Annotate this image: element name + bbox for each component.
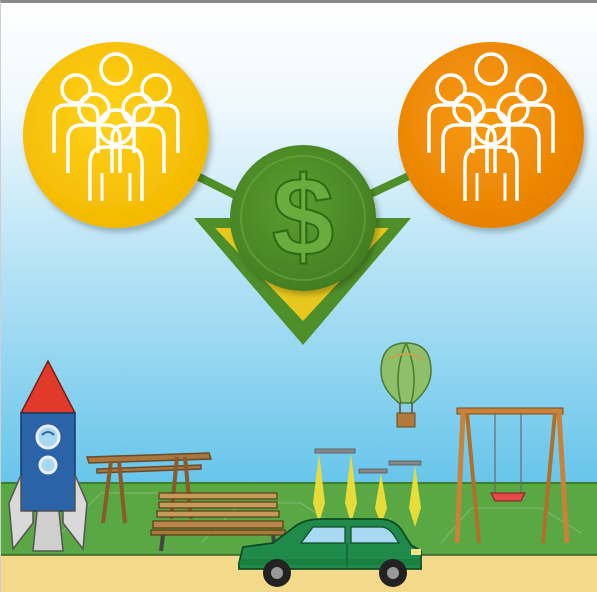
people-group-icon xyxy=(23,42,209,228)
dollar-symbol: $ xyxy=(272,154,334,279)
park-funding-illustration: $ xyxy=(1,3,597,592)
car-icon xyxy=(238,518,422,587)
dollar-coin-icon xyxy=(230,145,376,291)
picnic-table-icon xyxy=(85,452,213,524)
rocket-icon xyxy=(8,359,88,552)
people-group-icon xyxy=(398,42,584,228)
hot-air-balloon-icon xyxy=(380,342,432,428)
park-bench-icon xyxy=(150,492,286,552)
swing-set-icon xyxy=(454,407,570,544)
lamp-posts-icon xyxy=(313,448,422,527)
